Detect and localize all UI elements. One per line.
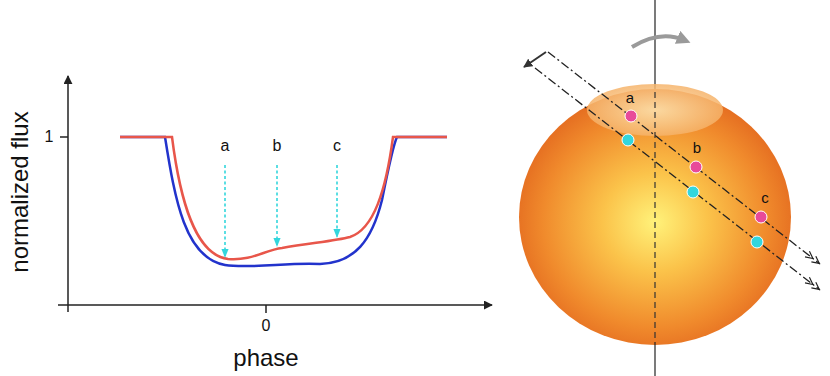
rotation-arrow xyxy=(632,36,684,47)
blue-light-curve xyxy=(120,137,447,266)
polar-cap xyxy=(587,84,723,136)
oblate-star xyxy=(519,89,791,345)
phase-markers xyxy=(225,165,337,257)
rotation-axis xyxy=(654,342,655,376)
transit-chords xyxy=(535,52,820,290)
position-letter: b xyxy=(693,140,701,155)
direction-arrow xyxy=(524,52,546,67)
red-light-curve xyxy=(120,137,447,259)
axis-title: normalized flux xyxy=(8,111,32,272)
tick-label: 1 xyxy=(45,129,54,145)
rotation-axis xyxy=(654,0,655,92)
phase-letter: b xyxy=(273,138,282,154)
position-letter: a xyxy=(626,90,634,105)
tick-label: 0 xyxy=(262,318,271,334)
phase-letter: a xyxy=(221,138,230,154)
rotation-axis xyxy=(654,92,655,342)
plot-axes xyxy=(58,76,492,313)
planet-positions xyxy=(622,110,767,248)
phase-letter: c xyxy=(333,138,341,154)
axis-title: phase xyxy=(233,346,298,370)
position-letter: c xyxy=(761,190,769,205)
